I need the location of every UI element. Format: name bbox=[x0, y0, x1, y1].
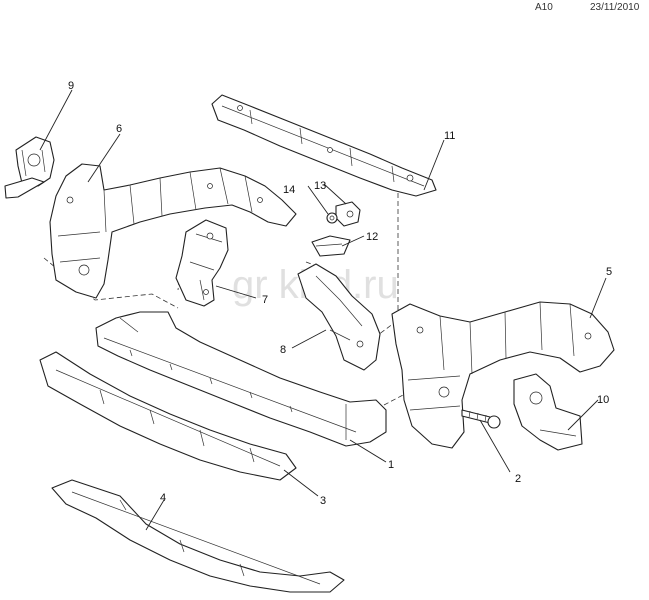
part-11-upper-tie-bar bbox=[211, 94, 437, 197]
part-3-energy-absorber bbox=[39, 351, 297, 481]
part-9-bracket bbox=[4, 136, 55, 199]
callout-5: 5 bbox=[606, 266, 612, 278]
callout-7: 7 bbox=[262, 294, 268, 306]
callout-11: 11 bbox=[444, 130, 455, 142]
callout-14: 14 bbox=[283, 184, 295, 196]
part-1-bumper-beam bbox=[95, 311, 387, 447]
callout-6: 6 bbox=[116, 123, 122, 135]
diagram-code: A10 bbox=[535, 2, 553, 13]
callout-10: 10 bbox=[597, 394, 609, 406]
part-10-right-bracket bbox=[513, 373, 583, 451]
callouts: 9 6 11 13 14 12 7 8 5 10 2 1 3 4 bbox=[68, 80, 612, 507]
leader-lines bbox=[39, 89, 607, 531]
diagram-date: 23/11/2010 bbox=[590, 2, 640, 13]
callout-13: 13 bbox=[314, 180, 326, 192]
part-8-center-support bbox=[297, 263, 381, 371]
part-5-right-rail bbox=[391, 301, 615, 449]
part-4-lower-deflector bbox=[51, 479, 345, 593]
part-14-bolt bbox=[326, 212, 338, 224]
callout-9: 9 bbox=[68, 80, 74, 92]
callout-3: 3 bbox=[320, 495, 326, 507]
part-7-center-bracket bbox=[175, 219, 229, 307]
part-13-clip bbox=[335, 201, 361, 227]
part-12-latch-bracket bbox=[311, 235, 351, 257]
callout-8: 8 bbox=[280, 344, 286, 356]
callout-4: 4 bbox=[160, 492, 166, 504]
callout-1: 1 bbox=[388, 459, 394, 471]
callout-12: 12 bbox=[366, 231, 378, 243]
part-2-bolt bbox=[461, 409, 501, 429]
callout-2: 2 bbox=[515, 473, 521, 485]
part-6-left-rail bbox=[49, 163, 297, 299]
